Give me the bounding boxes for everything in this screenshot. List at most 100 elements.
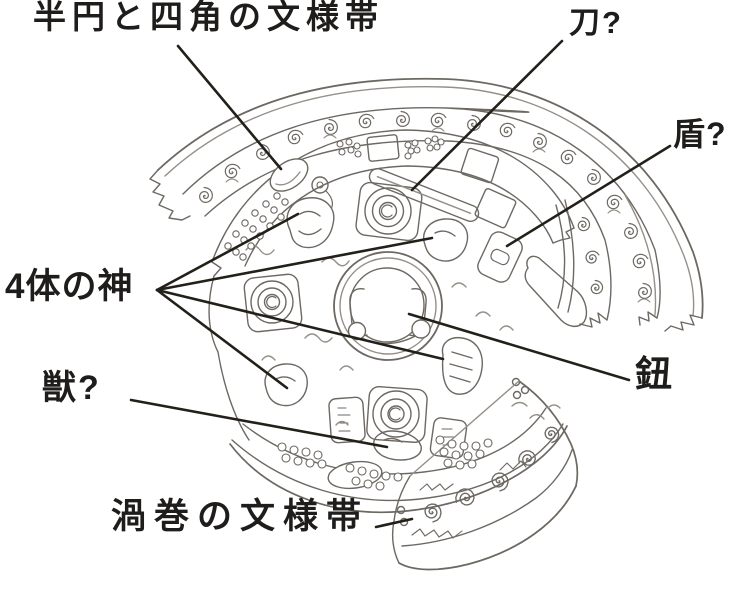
bottom-band-bead bbox=[301, 447, 311, 457]
fragment-spiral-motif bbox=[455, 488, 475, 506]
fragment-spiral-motif bbox=[518, 450, 536, 466]
rim-scroll-motif bbox=[499, 122, 516, 138]
rim-scroll-motif bbox=[606, 194, 623, 210]
bottom-band-bead bbox=[357, 466, 367, 476]
deity-figure-upper-left bbox=[286, 197, 335, 249]
band2-bead bbox=[353, 142, 361, 150]
deity-figure-upper-right bbox=[423, 218, 469, 262]
rim-scroll-motif bbox=[396, 110, 410, 127]
band2-bead bbox=[345, 138, 353, 146]
rim-scroll-motif bbox=[590, 279, 604, 295]
rim-scroll-motif bbox=[577, 216, 591, 232]
band2-bead bbox=[249, 225, 257, 233]
leader-lines bbox=[129, 39, 672, 529]
band2-bead bbox=[239, 253, 247, 261]
bead-band-outer-arc bbox=[231, 423, 564, 502]
rim-scroll-motif bbox=[324, 118, 338, 135]
fragment-zigzag bbox=[411, 460, 527, 539]
rim-scroll-tail bbox=[323, 134, 337, 139]
band2-bead bbox=[262, 200, 270, 208]
deity-figure-lower-left bbox=[264, 363, 308, 407]
bottom-band-bead bbox=[467, 459, 477, 469]
band2-square-motif bbox=[474, 188, 517, 229]
band2-bead bbox=[431, 135, 439, 143]
deity-figure-right bbox=[441, 336, 483, 395]
band2-bead bbox=[270, 206, 278, 214]
band2-bead bbox=[273, 192, 281, 200]
fragment-top-right-edge bbox=[518, 380, 579, 487]
band2-bead bbox=[232, 230, 240, 238]
sword-object bbox=[368, 167, 480, 223]
band2-bead bbox=[241, 219, 249, 227]
bottom-band-bead bbox=[443, 458, 453, 468]
label-semicircle-square-band: 半円と四角の文様帯 bbox=[33, 0, 384, 35]
band2-bead bbox=[424, 137, 432, 145]
leader-sword bbox=[410, 39, 564, 192]
rim-scroll-motif bbox=[638, 282, 652, 299]
rim-scroll-tail bbox=[532, 148, 546, 153]
deity-field bbox=[208, 167, 588, 461]
band2-inner-edge bbox=[244, 165, 554, 267]
band2-bead bbox=[281, 198, 289, 206]
label-spiral-band: 渦巻の文様帯 bbox=[111, 497, 370, 536]
band2-oval-plaque-detail bbox=[275, 171, 301, 186]
bottom-band-bead bbox=[305, 458, 315, 468]
rim-outer-edge-inner-line bbox=[164, 86, 695, 317]
bottom-band-bead bbox=[313, 450, 323, 460]
decor-layer bbox=[199, 110, 652, 523]
bottom-band-bead bbox=[459, 441, 469, 451]
rim-scroll-motif bbox=[287, 129, 304, 145]
rim-scroll-tail bbox=[637, 298, 651, 303]
band2-bead bbox=[404, 141, 412, 149]
leader-beast bbox=[129, 398, 389, 449]
leader-deities-3 bbox=[155, 288, 445, 361]
band2-bead bbox=[251, 209, 259, 217]
leader-band-top bbox=[176, 44, 283, 171]
bottom-band-bead bbox=[317, 459, 327, 469]
rim-outer-edge bbox=[157, 77, 704, 319]
field-squiggles bbox=[245, 244, 514, 426]
field-right-crack-edge bbox=[555, 199, 575, 313]
boss-left bbox=[243, 273, 303, 333]
label-sword: 刀? bbox=[569, 5, 623, 40]
bead-band-inner-arc bbox=[242, 407, 547, 475]
rim-scroll-motif bbox=[533, 132, 547, 149]
rim-right-broken-cap bbox=[579, 311, 703, 332]
rim-scroll-motif bbox=[585, 250, 600, 264]
leader-deities-1 bbox=[155, 212, 300, 292]
rim-scroll-motif bbox=[358, 113, 375, 129]
band2-bead bbox=[437, 138, 445, 146]
rim-plain-scroll-divider bbox=[182, 107, 661, 319]
mirror-bottom-edge bbox=[229, 425, 568, 514]
central-knob bbox=[333, 251, 443, 361]
fragment-outer-rim-edge bbox=[398, 485, 577, 571]
fragment-bead bbox=[396, 505, 406, 515]
band2-square-motif bbox=[366, 134, 400, 162]
label-knob: 鈕 bbox=[635, 354, 672, 395]
leader-knob bbox=[407, 312, 631, 382]
shield-object bbox=[477, 231, 523, 283]
bottom-band-bead bbox=[463, 451, 473, 461]
label-four-deities: 4体の神 bbox=[5, 267, 134, 306]
rim-scroll-motif bbox=[224, 163, 241, 179]
band2-bead bbox=[354, 150, 362, 158]
bottom-band-bead bbox=[289, 445, 299, 455]
band2-bead bbox=[404, 152, 412, 160]
band2-bead bbox=[277, 213, 285, 221]
band2-outer-edge bbox=[211, 129, 575, 263]
rim-scroll-motif bbox=[624, 222, 638, 239]
semicircle-square-band bbox=[211, 129, 575, 277]
field-right-diagonal-bar bbox=[524, 255, 588, 327]
bottom-band-bead bbox=[471, 441, 481, 451]
rim-scroll-tail bbox=[431, 127, 445, 132]
band2-right-end-jag bbox=[211, 227, 575, 277]
rim-scroll-motif bbox=[467, 114, 481, 131]
plaque-with-marks bbox=[429, 417, 468, 459]
bottom-band-bead bbox=[277, 442, 287, 452]
fragment-spiral-motif bbox=[544, 426, 560, 444]
rim-left-broken-cap bbox=[149, 169, 191, 221]
rim-scroll-motif bbox=[560, 149, 577, 165]
rim-scroll-motif bbox=[199, 186, 213, 203]
